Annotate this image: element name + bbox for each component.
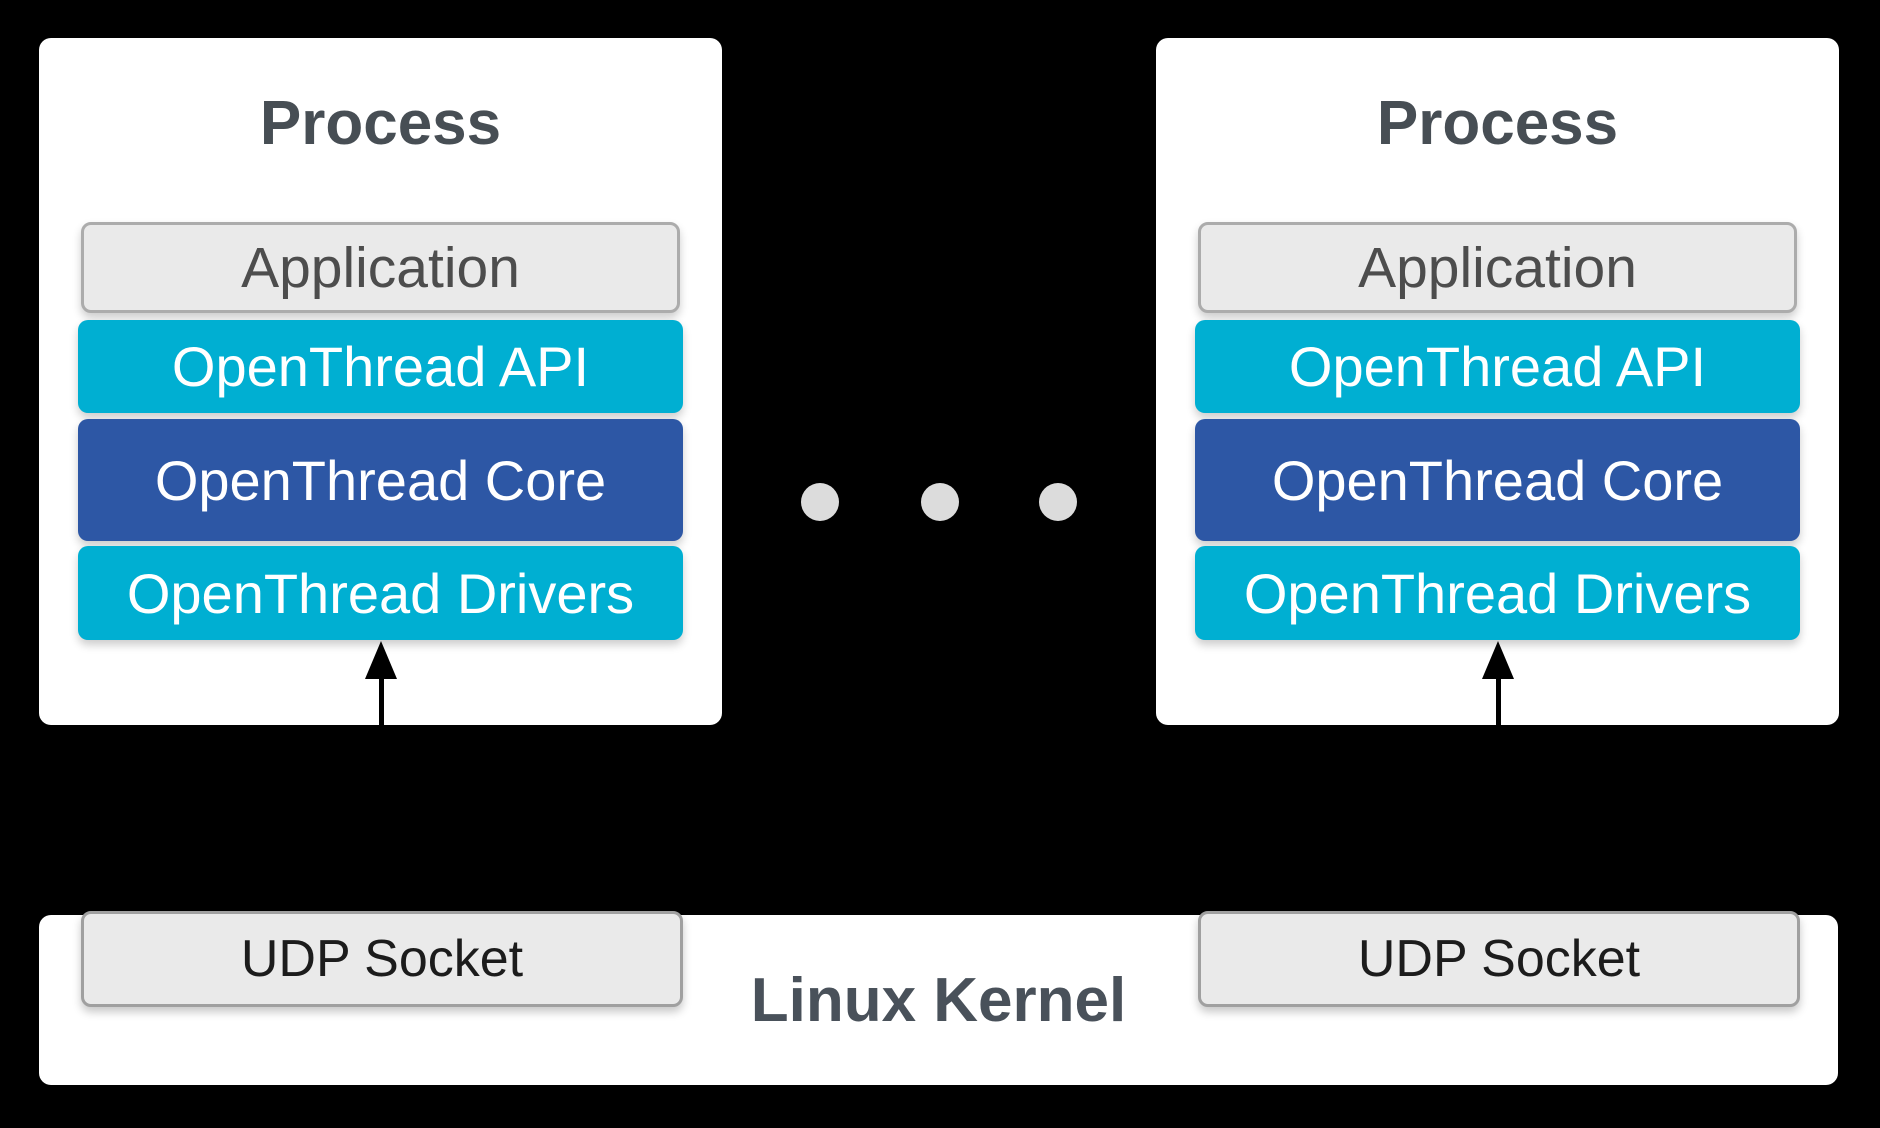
openthread-drivers-layer: OpenThread Drivers bbox=[1195, 546, 1800, 640]
openthread-api-layer: OpenThread API bbox=[78, 320, 683, 413]
linux-kernel-label: Linux Kernel bbox=[750, 966, 1127, 1035]
ellipsis-dot bbox=[921, 483, 959, 521]
process-box-right: Process Application OpenThread API OpenT… bbox=[1156, 38, 1839, 725]
openthread-drivers-label: OpenThread Drivers bbox=[126, 561, 635, 625]
application-layer: Application bbox=[1198, 222, 1797, 313]
openthread-api-label: OpenThread API bbox=[1288, 335, 1707, 398]
openthread-core-layer: OpenThread Core bbox=[78, 419, 683, 541]
application-label: Application bbox=[241, 235, 520, 300]
udp-socket-label: UDP Socket bbox=[1357, 930, 1641, 988]
upward-arrow-stem bbox=[1495, 677, 1501, 725]
application-label: Application bbox=[1358, 235, 1637, 300]
openthread-drivers-layer: OpenThread Drivers bbox=[78, 546, 683, 640]
process-title: Process bbox=[1376, 89, 1619, 158]
openthread-core-layer: OpenThread Core bbox=[1195, 419, 1800, 541]
process-title: Process bbox=[259, 89, 502, 158]
openthread-core-label: OpenThread Core bbox=[1271, 448, 1724, 512]
ellipsis-dot bbox=[1039, 483, 1077, 521]
process-box-left: Process Application OpenThread API OpenT… bbox=[39, 38, 722, 725]
openthread-drivers-label: OpenThread Drivers bbox=[1243, 561, 1752, 625]
upward-arrow-head bbox=[1482, 641, 1514, 679]
openthread-api-layer: OpenThread API bbox=[1195, 320, 1800, 413]
upward-arrow-stem bbox=[378, 677, 384, 725]
openthread-core-label: OpenThread Core bbox=[154, 448, 607, 512]
upward-arrow-head bbox=[365, 641, 397, 679]
udp-socket-box-right: UDP Socket bbox=[1198, 911, 1800, 1007]
ellipsis-dot bbox=[801, 483, 839, 521]
udp-socket-box-left: UDP Socket bbox=[81, 911, 683, 1007]
application-layer: Application bbox=[81, 222, 680, 313]
udp-socket-label: UDP Socket bbox=[240, 930, 524, 988]
openthread-api-label: OpenThread API bbox=[171, 335, 590, 398]
